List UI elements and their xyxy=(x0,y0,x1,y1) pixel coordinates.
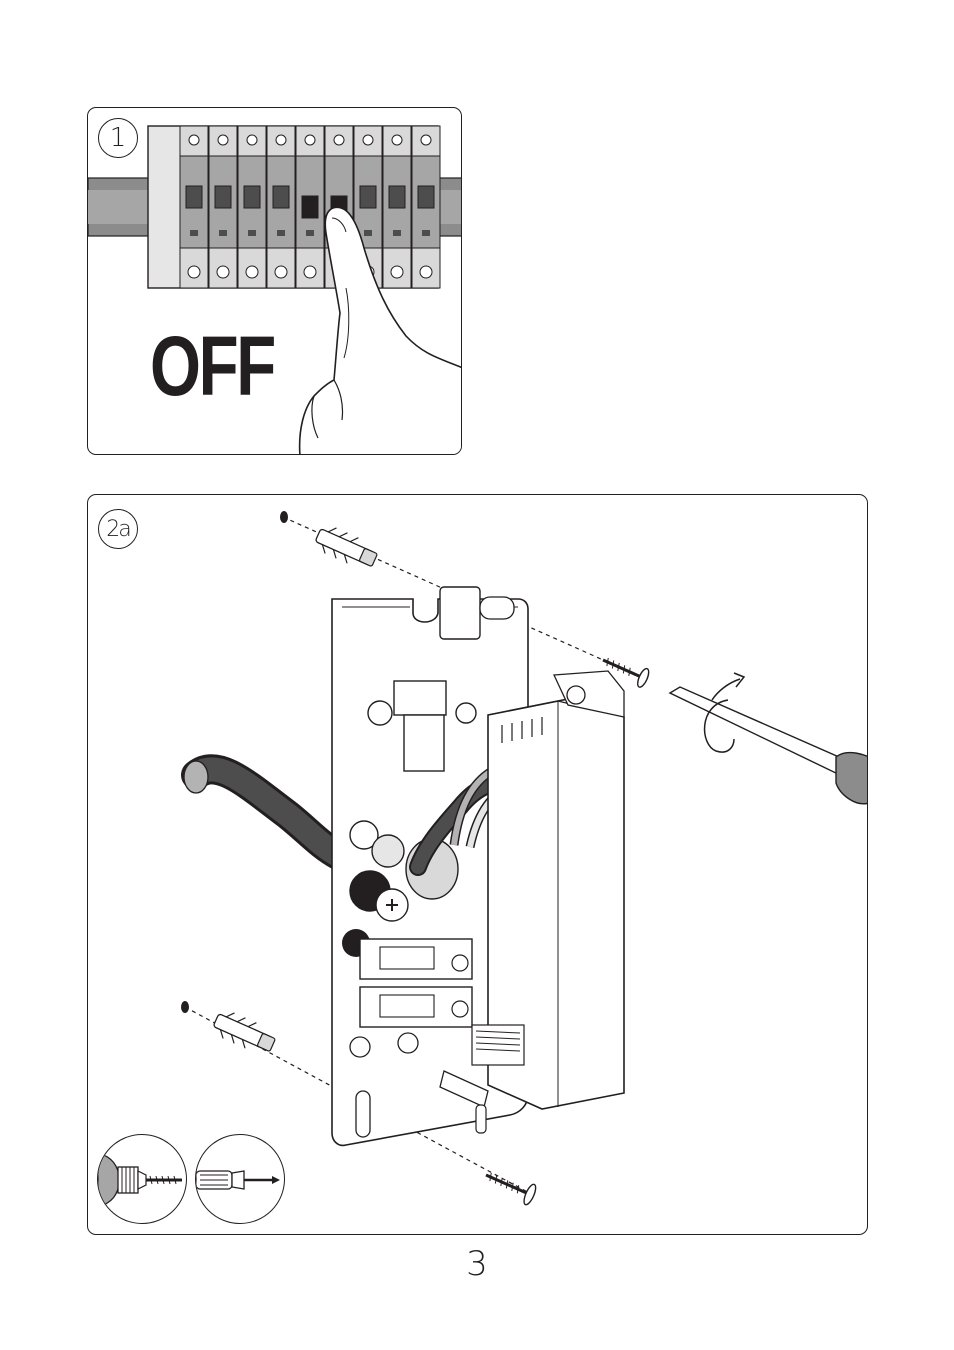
page-number: 3 xyxy=(0,1244,954,1284)
breaker-module xyxy=(209,126,237,288)
breaker-module xyxy=(180,126,208,288)
breaker-module xyxy=(383,126,411,288)
screwdriver xyxy=(670,687,868,804)
step-number-badge: 1 xyxy=(98,118,138,158)
breaker-module xyxy=(412,126,440,288)
breaker-module xyxy=(238,126,266,288)
step-1-panel: 1 OFF xyxy=(87,107,462,455)
off-label: OFF xyxy=(150,324,274,408)
wall-plug-bottom xyxy=(210,1007,278,1058)
screwdriver-icon xyxy=(195,1134,285,1224)
drill-icon xyxy=(97,1134,187,1224)
breaker-panel-illustration xyxy=(88,108,462,455)
breaker-module xyxy=(296,126,324,288)
wall-plug-top xyxy=(312,522,380,573)
step-number-badge: 2a xyxy=(98,509,138,549)
wall-mounting-illustration xyxy=(88,495,868,1235)
step-2a-panel: 2a xyxy=(87,494,868,1235)
breaker-module xyxy=(267,126,295,288)
